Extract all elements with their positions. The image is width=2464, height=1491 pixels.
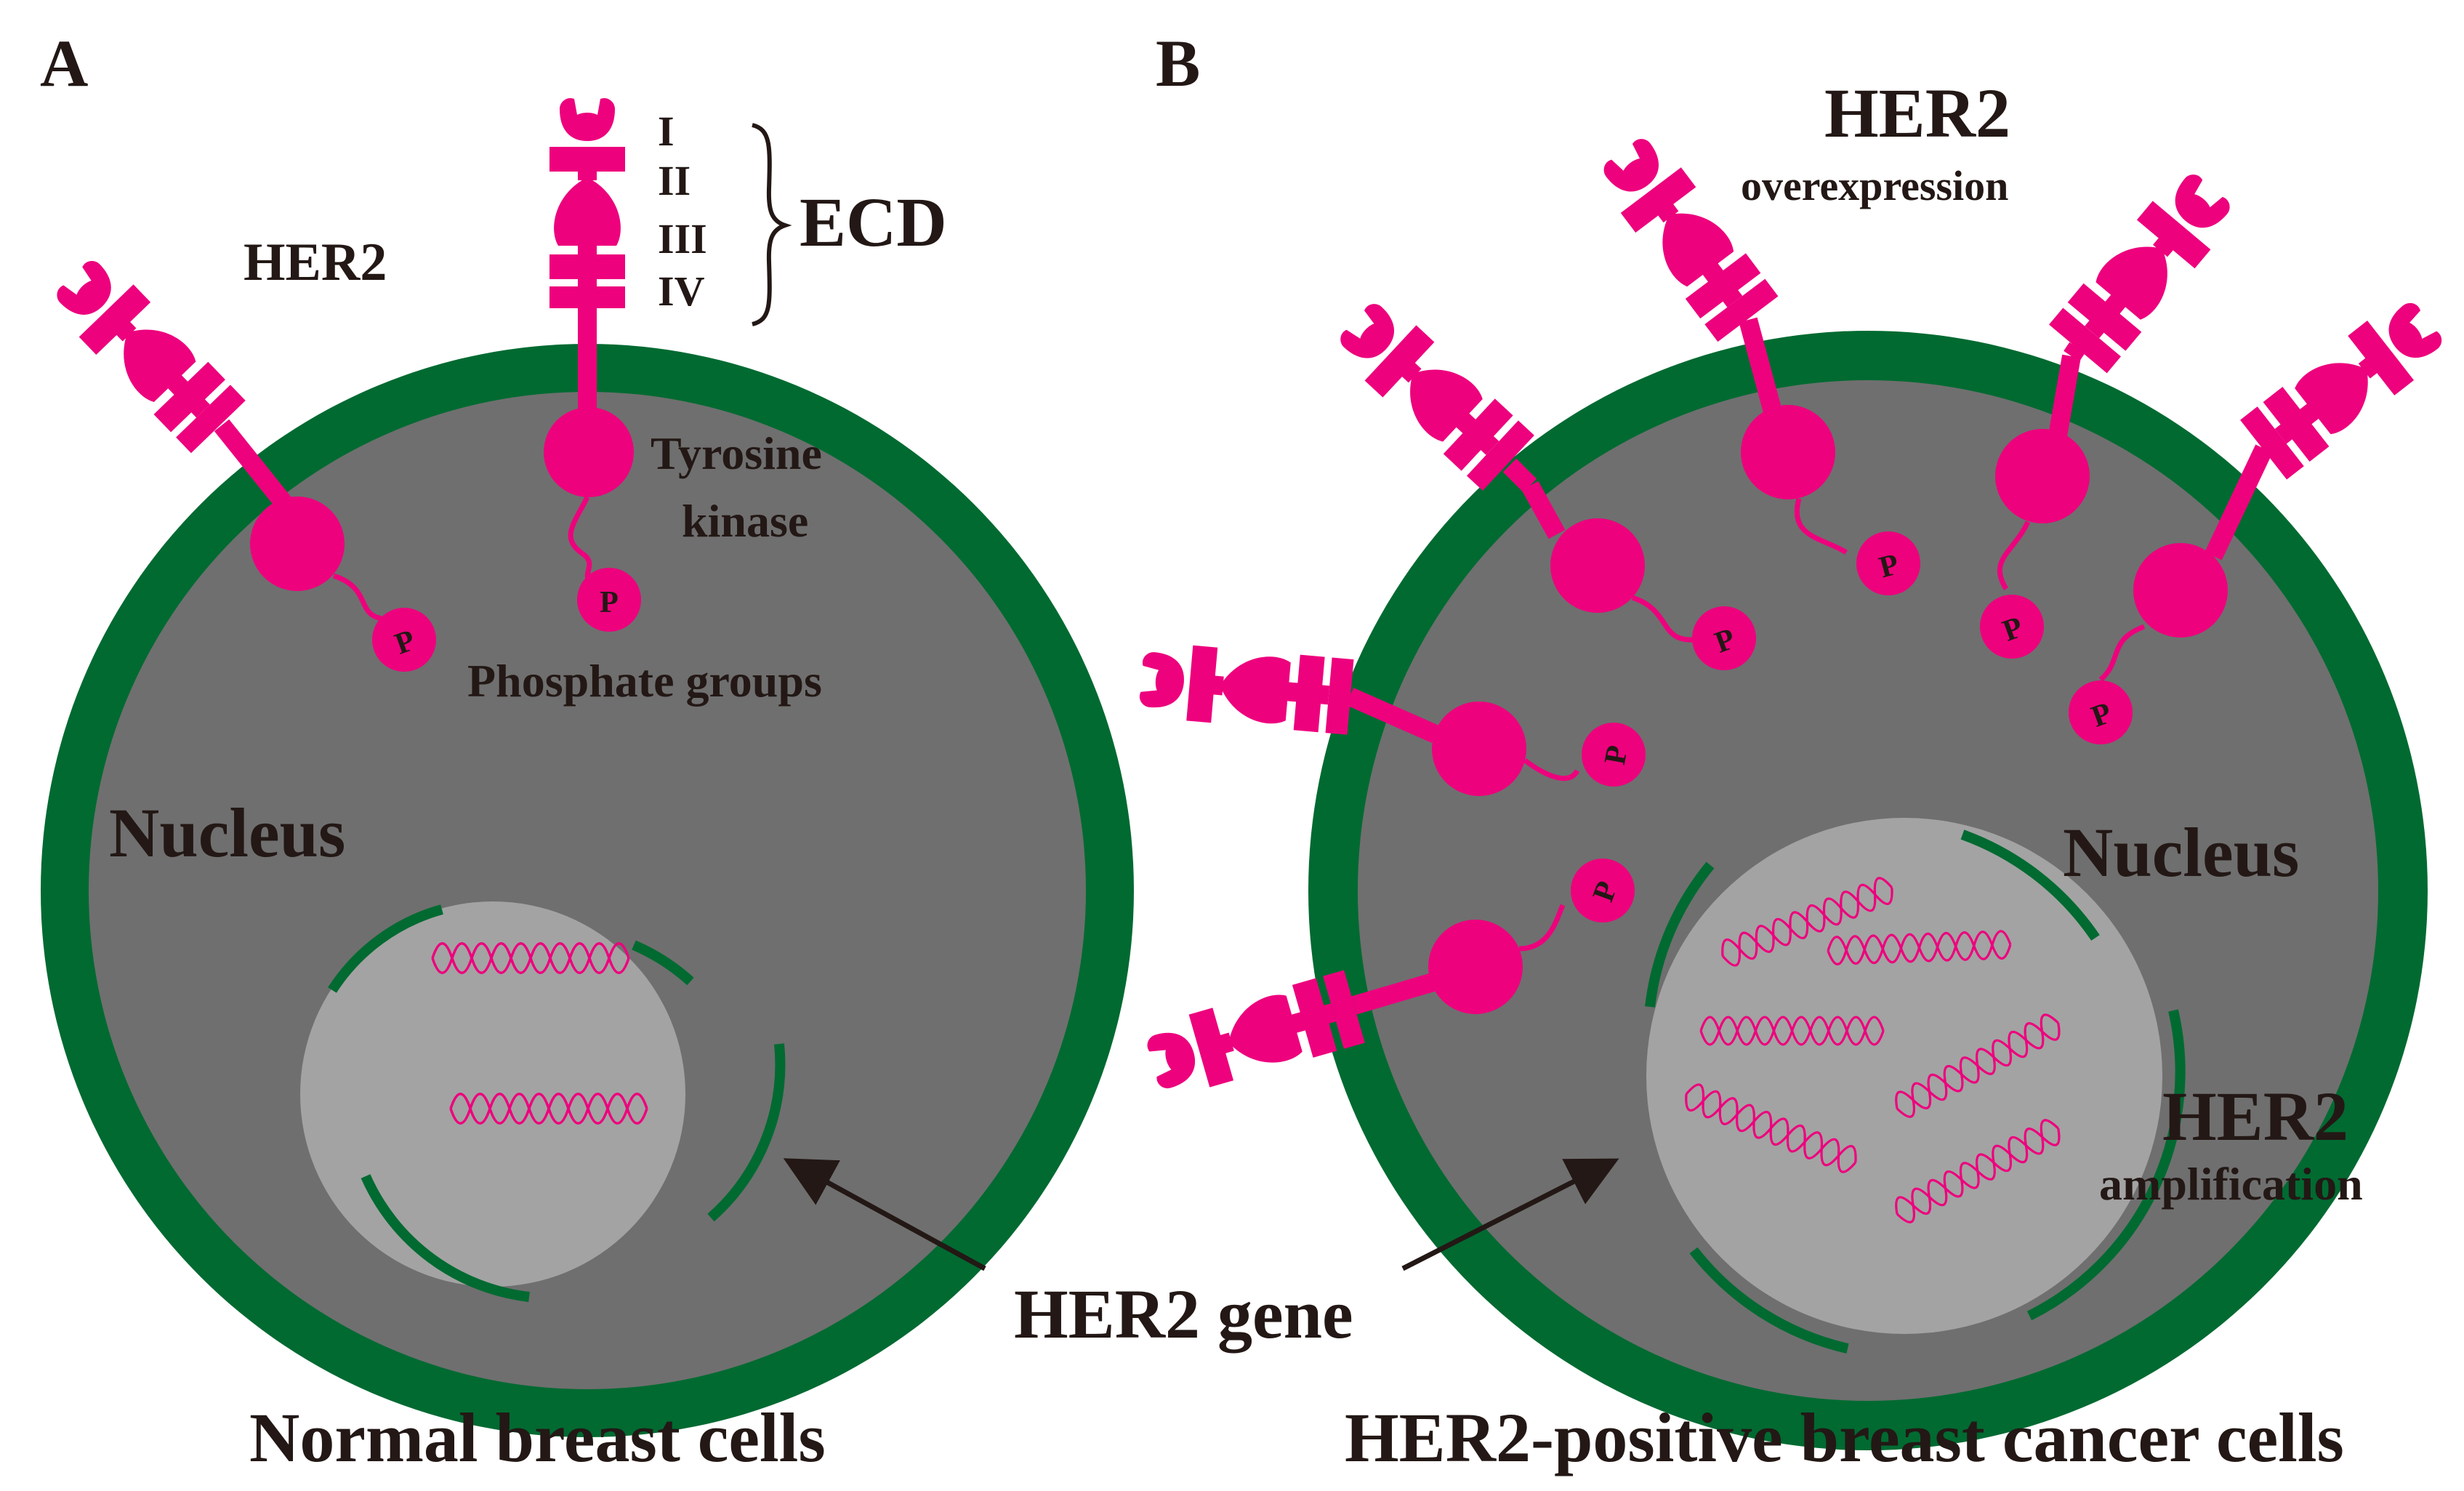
her2-receptor-b2: P xyxy=(1591,128,1920,595)
phosphate-group-icon xyxy=(1582,723,1646,787)
domain-labels: I II III IV ECD xyxy=(658,108,947,326)
nucleus-body-b xyxy=(1646,818,2162,1334)
phosphate-groups-label: Phosphate groups xyxy=(467,655,822,707)
her2-receptor-b1: P xyxy=(1329,292,1756,670)
her2-receptor-b4: P xyxy=(2069,290,2452,744)
her2-gene-label: HER2 gene xyxy=(1014,1275,1353,1353)
arrow-icon xyxy=(1401,1158,1619,1271)
domain-label-4: IV xyxy=(658,268,705,315)
phosphate-group-icon xyxy=(1856,531,1920,595)
her2-receptor-icon xyxy=(2240,290,2452,480)
amplification-label: amplification xyxy=(2099,1158,2363,1210)
nucleus-b xyxy=(1645,818,2186,1354)
her2-receptor-icon xyxy=(1329,292,1534,491)
tyrosine-label-2: kinase xyxy=(682,495,808,547)
caption-b: HER2-positive breast cancer cells xyxy=(1345,1399,2344,1476)
her2-receptor-icon xyxy=(2049,164,2242,374)
phosphate-label: P xyxy=(600,586,619,619)
her2-receptor-b5: P xyxy=(1138,640,1646,796)
phosphate-group-icon xyxy=(1980,595,2044,659)
domain-label-2: II xyxy=(658,157,691,204)
nucleus-body-a xyxy=(300,901,685,1287)
phosphate-group-icon xyxy=(2069,680,2133,744)
her2-receptor-icon xyxy=(1591,128,1779,342)
nucleus-label-b: Nucleus xyxy=(2063,813,2299,891)
panel-a-letter: A xyxy=(40,26,88,100)
her2-receptor-icon xyxy=(549,97,625,309)
panel-a: A P xyxy=(40,26,1134,1476)
her2-receptor-a2: P xyxy=(544,97,641,632)
arrow-icon xyxy=(783,1158,986,1271)
phosphate-group-icon xyxy=(577,568,641,632)
nuclear-envelope-a xyxy=(328,904,786,1302)
nucleus-a xyxy=(300,901,786,1302)
her2-label-b: HER2 xyxy=(1824,74,2010,152)
her2-receptor-b6: P xyxy=(1142,859,1635,1101)
her2-label-a: HER2 xyxy=(243,233,387,292)
her2-receptor-icon xyxy=(1142,970,1365,1101)
her2-amp-label: HER2 xyxy=(2162,1077,2348,1155)
phosphate-group-icon xyxy=(372,608,436,672)
caption-a: Normal breast cells xyxy=(249,1399,826,1476)
domain-label-1: I xyxy=(658,108,675,155)
phosphate-group-icon xyxy=(1692,606,1756,670)
ecd-brace xyxy=(752,123,792,326)
nucleus-label-a: Nucleus xyxy=(109,794,345,872)
tyrosine-label-1: Tyrosine xyxy=(651,427,822,479)
her2-receptor-icon xyxy=(45,249,246,454)
overexpression-label: overexpression xyxy=(1741,162,2008,209)
phosphate-group-icon xyxy=(1571,859,1635,923)
nuclear-envelope-b xyxy=(1645,829,2186,1354)
her2-receptor-icon xyxy=(1138,640,1354,735)
her2-receptor-b3: P xyxy=(1980,164,2242,659)
domain-label-3: III xyxy=(658,215,707,262)
her2-receptor-a1: P xyxy=(45,249,436,672)
gene-annotation: HER2 gene xyxy=(783,1158,1619,1353)
panel-b: B P xyxy=(1138,26,2452,1476)
panel-b-letter: B xyxy=(1156,26,1200,100)
ecd-label: ECD xyxy=(800,183,947,261)
